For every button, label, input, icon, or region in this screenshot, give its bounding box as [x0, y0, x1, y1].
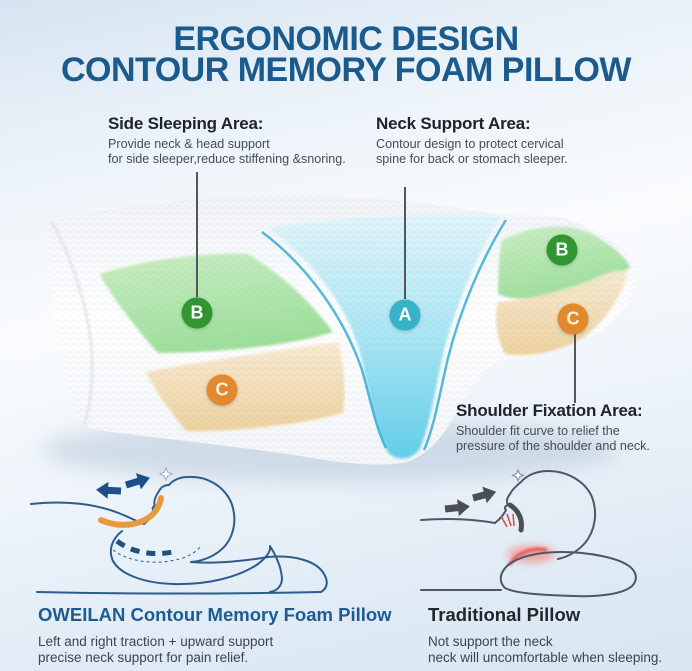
title-line-2: CONTOUR MEMORY FOAM PILLOW [60, 51, 632, 89]
annotation-shoulder-fixation: Shoulder Fixation Area: Shoulder fit cur… [456, 401, 650, 453]
sleeper-head-outline [494, 470, 597, 560]
oweilan-desc-2: precise neck support for pain relief. [38, 650, 249, 665]
traditional-pillow-diagram [420, 468, 637, 598]
oweilan-heading: OWEILAN Contour Memory Foam Pillow [38, 604, 392, 625]
discomfort-sparkle-icon [511, 468, 525, 483]
shoulder-fixation-desc-2: pressure of the shoulder and neck. [456, 438, 650, 453]
badge-a-center: A [389, 299, 421, 331]
traction-arrow-right [124, 473, 150, 490]
comfort-sparkle-icon [158, 466, 174, 482]
neck-support-desc-1: Contour design to protect cervical [376, 137, 564, 151]
badge-b-left: B [181, 297, 213, 329]
oweilan-desc-1: Left and right traction + upward support [38, 634, 274, 649]
pointer-line-neck-support [404, 187, 406, 299]
shoulder-fixation-heading: Shoulder Fixation Area: [456, 401, 643, 420]
neck-support-desc-2: spine for back or stomach sleeper. [376, 151, 568, 166]
diagram-base-line [36, 591, 322, 595]
neck-support-heading: Neck Support Area: [376, 114, 531, 133]
badge-c-right: C [557, 303, 589, 335]
traditional-pillow-outline [499, 551, 637, 598]
contour-pillow-diagram [30, 466, 328, 595]
sleeper-body-line [30, 501, 145, 525]
traditional-desc-2: neck will uncomfortable when sleeping. [428, 650, 663, 665]
traditional-desc-1: Not support the neck [428, 634, 553, 649]
neck-support-dashes [115, 538, 174, 557]
mesh-texture [47, 195, 638, 465]
badge-c-left: C [206, 374, 238, 406]
annotation-neck-support: Neck Support Area: Contour design to pro… [376, 114, 568, 166]
strain-lines [500, 513, 515, 528]
pressure-arrow-1 [444, 499, 470, 517]
sleeper-body-line [420, 518, 496, 524]
side-sleeping-desc-1: Provide neck & head support [108, 137, 270, 151]
annotation-side-sleeping: Side Sleeping Area: Provide neck & head … [108, 114, 346, 166]
sleeper-head-outline [143, 475, 236, 563]
pointer-line-shoulder-fixation [574, 334, 576, 403]
traditional-pillow-caption: Traditional Pillow Not support the neck … [428, 604, 662, 666]
bent-neck-arc [507, 502, 524, 533]
traction-arrow-left [96, 481, 122, 499]
pointer-line-side-sleeping [196, 172, 198, 297]
title-line-1: ERGONOMIC DESIGN [173, 20, 519, 58]
side-sleeping-desc-2: for side sleeper,reduce stiffening &snor… [108, 151, 346, 166]
pressure-arrow-2 [472, 486, 497, 504]
traction-orange-arc [98, 495, 164, 528]
page-title: ERGONOMIC DESIGN CONTOUR MEMORY FOAM PIL… [0, 20, 692, 89]
traditional-heading: Traditional Pillow [428, 604, 581, 625]
neck-contour-dotted-line [112, 545, 202, 563]
shoulder-fixation-desc-1: Shoulder fit curve to relief the [456, 424, 620, 438]
contour-pillow-profile [109, 530, 283, 593]
badge-b-right: B [546, 234, 578, 266]
sleeper-shoulder-line [190, 555, 328, 593]
side-sleeping-heading: Side Sleeping Area: [108, 114, 264, 133]
oweilan-pillow-caption: OWEILAN Contour Memory Foam Pillow Left … [38, 604, 392, 666]
